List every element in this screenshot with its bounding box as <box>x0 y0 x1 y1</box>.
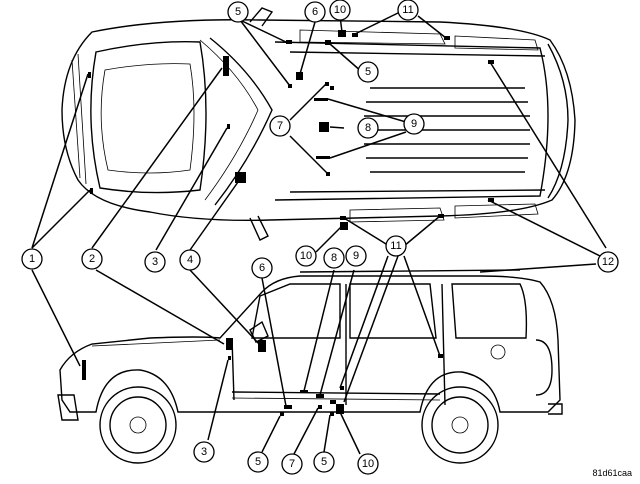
rear-wheel <box>421 386 499 464</box>
callout-8-middle: 8 <box>323 247 345 269</box>
callout-5-top-right: 5 <box>357 61 379 83</box>
svg-text:6: 6 <box>259 262 265 274</box>
callout-11-middle: 11 <box>385 235 407 257</box>
svg-text:11: 11 <box>402 4 413 16</box>
callouts: 1 2 3 4 3 5 6 10 <box>21 0 619 475</box>
callout-4-middle: 4 <box>179 249 201 271</box>
svg-text:9: 9 <box>411 118 417 130</box>
leader-lines <box>31 11 607 455</box>
top-view-vehicle <box>61 7 576 241</box>
svg-text:3: 3 <box>152 256 158 268</box>
svg-text:10: 10 <box>300 250 312 262</box>
svg-text:1: 1 <box>29 253 35 265</box>
callout-6-middle: 6 <box>251 257 273 279</box>
svg-text:6: 6 <box>312 6 318 18</box>
callout-6-top: 6 <box>304 1 326 23</box>
svg-text:5: 5 <box>365 66 371 78</box>
svg-text:7: 7 <box>277 120 283 132</box>
callout-7-top: 7 <box>269 115 291 137</box>
svg-text:5: 5 <box>321 456 327 468</box>
callout-5-bottom-right: 5 <box>313 451 335 473</box>
svg-text:7: 7 <box>289 458 295 470</box>
callout-5-top-left: 5 <box>227 1 249 23</box>
callout-3-bottom: 3 <box>193 441 215 463</box>
svg-text:12: 12 <box>602 256 614 268</box>
callout-7-bottom: 7 <box>281 453 303 475</box>
callout-1-left: 1 <box>21 248 43 270</box>
svg-text:4: 4 <box>187 254 193 266</box>
svg-text:2: 2 <box>89 253 95 265</box>
callout-9-middle: 9 <box>345 245 367 267</box>
svg-text:11: 11 <box>390 240 401 252</box>
svg-text:10: 10 <box>362 458 374 470</box>
figure-code: 81d61caa <box>592 468 632 478</box>
roof-grooves <box>362 87 530 173</box>
svg-text:8: 8 <box>331 252 337 264</box>
callout-10-bottom: 10 <box>357 453 379 475</box>
svg-text:9: 9 <box>353 250 359 262</box>
side-view-vehicle <box>57 269 563 464</box>
svg-text:8: 8 <box>365 122 371 134</box>
svg-text:5: 5 <box>255 456 261 468</box>
svg-text:5: 5 <box>235 6 241 18</box>
svg-text:3: 3 <box>201 446 207 458</box>
callout-10-middle: 10 <box>295 245 317 267</box>
callout-5-bottom-left: 5 <box>247 451 269 473</box>
callout-9-top: 9 <box>403 113 425 135</box>
front-wheel <box>99 386 177 464</box>
callout-3-middle: 3 <box>144 251 166 273</box>
callout-8-top: 8 <box>357 117 379 139</box>
svg-text:10: 10 <box>334 4 346 16</box>
callout-2-left: 2 <box>81 248 103 270</box>
callout-10-top: 10 <box>329 0 351 21</box>
callout-12-right: 12 <box>597 251 619 273</box>
callout-11-top: 11 <box>397 0 419 21</box>
